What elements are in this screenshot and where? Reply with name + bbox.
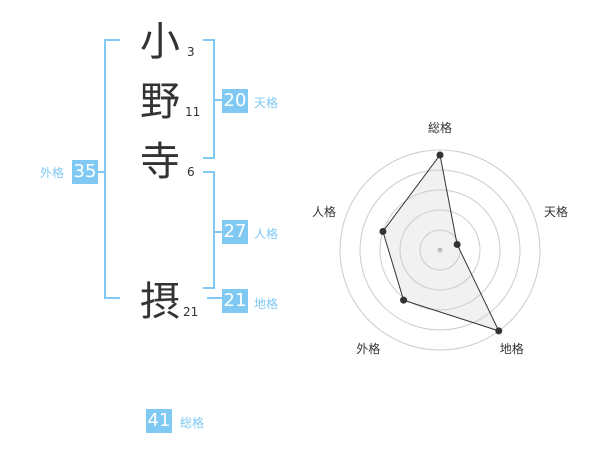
radar-grid-ring-4 (359, 169, 521, 331)
radar-point-2 (453, 240, 461, 248)
name-char-2: 野 (140, 79, 180, 125)
name-char-1-strokes: 3 (187, 45, 195, 59)
gaikaku-label: 外格 (40, 166, 65, 180)
radar-point-1 (436, 151, 444, 159)
jinkaku-value: 27 (222, 220, 248, 244)
jinkaku-bracket (203, 171, 215, 289)
tenkaku-label: 天格 (254, 96, 279, 110)
tenkaku-value: 20 (222, 89, 248, 113)
radar-axis-label-2: 天格 (544, 205, 569, 220)
radar-axis-label-4: 外格 (356, 341, 381, 356)
radar-grid-ring-3 (379, 189, 501, 311)
radar-point-3 (495, 327, 503, 335)
chikaku-value: 21 (222, 289, 248, 313)
gaikaku-value: 35 (72, 160, 98, 184)
radar-grid-ring-2 (399, 209, 481, 291)
radar-point-4 (400, 296, 408, 304)
name-char-4-strokes: 21 (183, 305, 199, 319)
chikaku-label: 地格 (254, 297, 279, 311)
radar-axis-label-1: 総格 (428, 121, 453, 135)
name-char-2-strokes: 11 (185, 105, 201, 119)
soukaku-label: 総格 (180, 416, 205, 430)
name-char-1: 小 (140, 19, 180, 65)
radar-grid-ring-5 (339, 149, 541, 351)
soukaku-value: 41 (146, 409, 172, 433)
jinkaku-label: 人格 (254, 227, 279, 241)
radar-point-5 (379, 227, 387, 235)
name-char-3: 寺 (140, 139, 180, 185)
name-char-4: 摂 (140, 279, 180, 325)
radar-center-dot (437, 247, 443, 253)
name-char-3-strokes: 6 (187, 165, 195, 179)
radar-axis-label-5: 人格 (311, 205, 336, 220)
gaikaku-bracket (104, 39, 120, 299)
radar-axis-label-3: 地格 (499, 341, 524, 356)
radar-series-polygon (382, 153, 500, 332)
